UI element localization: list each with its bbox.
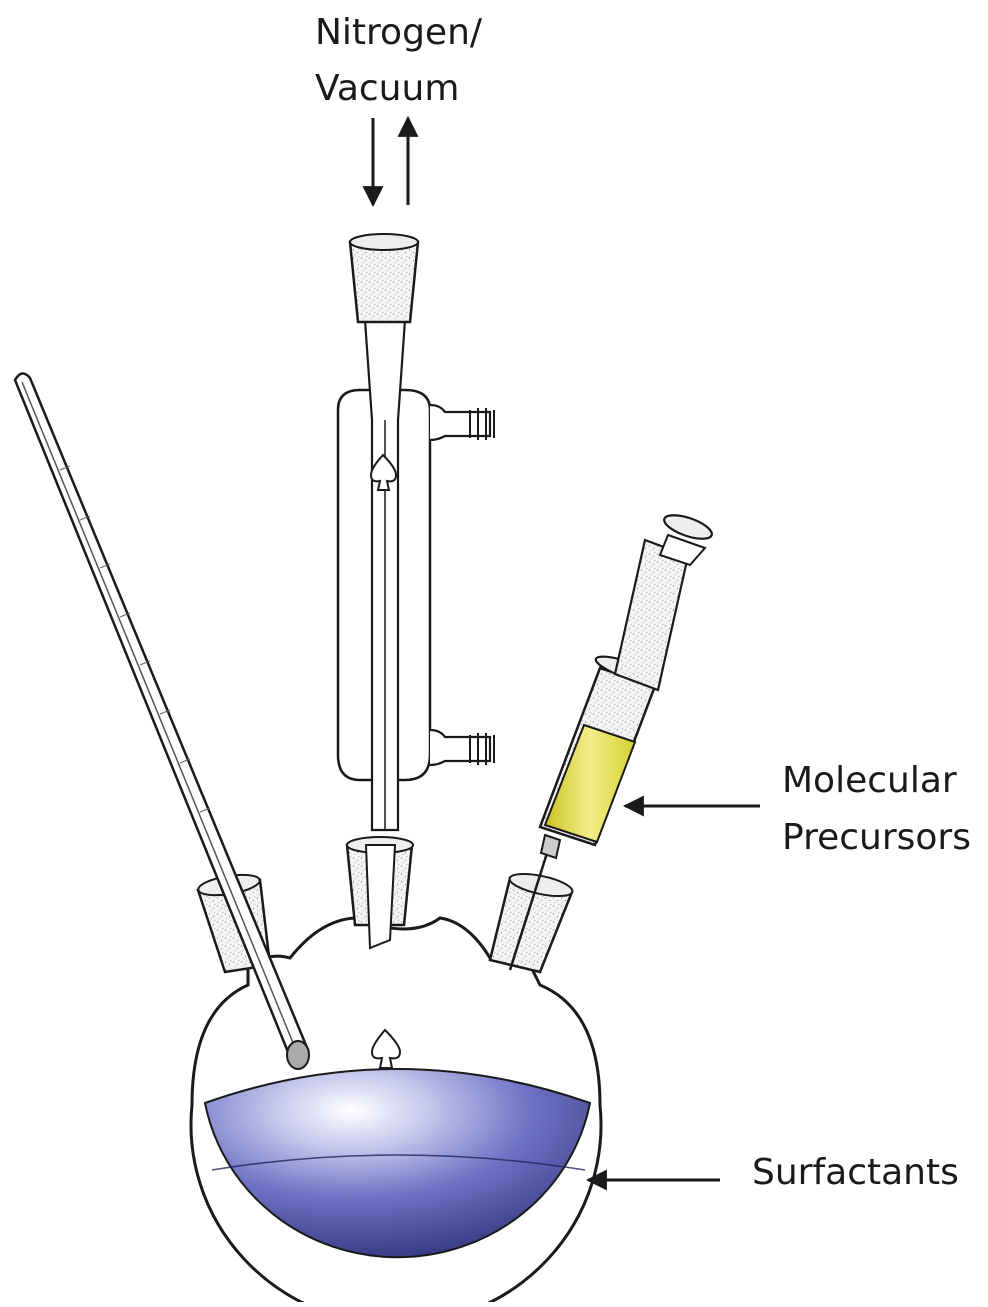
- precursor-label-line1: Molecular: [782, 758, 957, 804]
- surfactant-label: Surfactants: [752, 1150, 959, 1196]
- gas-label-line2: Vacuum: [315, 66, 459, 112]
- precursor-label-line2: Precursors: [782, 815, 971, 861]
- gas-label-line1: Nitrogen/: [315, 10, 482, 56]
- round-bottom-flask: [191, 918, 601, 1302]
- thermometer: [15, 373, 309, 1069]
- right-neck-joint: [490, 870, 574, 972]
